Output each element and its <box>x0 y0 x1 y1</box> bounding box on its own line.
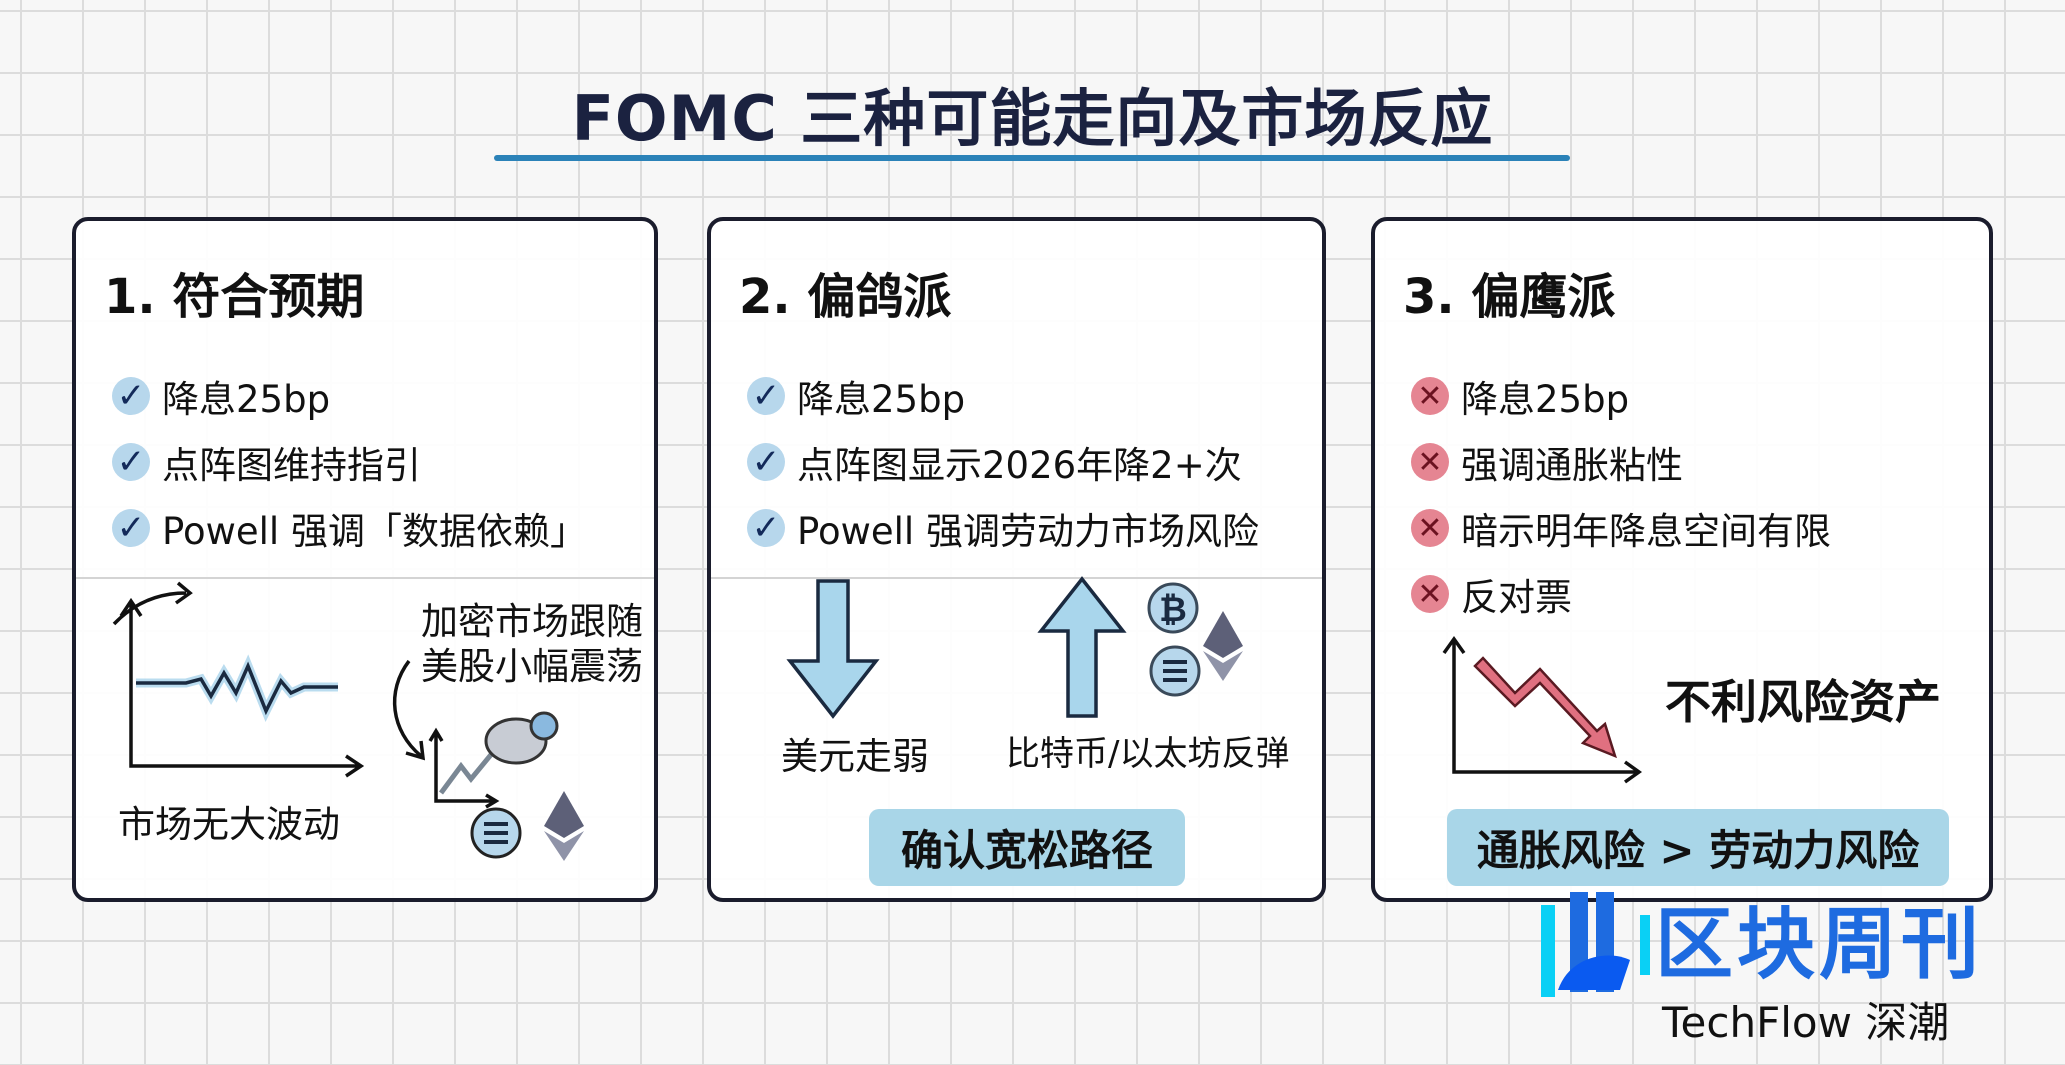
cross-icon: ✕ <box>1411 377 1449 415</box>
cross-icon: ✕ <box>1411 443 1449 481</box>
check-icon: ✓ <box>112 376 150 416</box>
arrow-up-icon <box>1037 576 1127 718</box>
note-line-1: 加密市场跟随 <box>421 600 643 643</box>
note-line-2: 美股小幅震荡 <box>421 645 643 688</box>
bitcoin-coin-icon: ₿ <box>1147 582 1199 634</box>
page-title: FOMC 三种可能走向及市场反应 <box>571 82 1494 155</box>
item-text: Powell 强调「数据依赖」 <box>162 510 587 553</box>
title-underline <box>494 155 1570 161</box>
check-icon: ✓ <box>112 442 150 482</box>
panel-heading: 3. 偏鹰派 <box>1403 269 1616 325</box>
list-item: ✓ 点阵图维持指引 <box>112 435 421 489</box>
item-text: 强调通胀粘性 <box>1461 444 1683 487</box>
risk-asset-text: 不利风险资产 <box>1665 675 1941 729</box>
svg-text:₿: ₿ <box>1159 590 1187 630</box>
dollar-weakens-caption: 美元走弱 <box>781 735 929 778</box>
panel-heading: 2. 偏鸽派 <box>739 269 952 325</box>
list-item: ✓ 降息25bp <box>112 369 330 423</box>
item-text: Powell 强调劳动力市场风险 <box>797 510 1259 553</box>
list-item: ✓ 降息25bp <box>747 369 965 423</box>
ethereum-icon <box>1203 611 1243 681</box>
conclusion-badge: 通胀风险 > 劳动力风险 <box>1447 809 1949 886</box>
ethereum-icon <box>544 791 584 861</box>
item-text: 降息25bp <box>797 378 966 421</box>
list-item: ✕ 降息25bp <box>1411 369 1629 423</box>
trend-down-arrow-icon <box>1473 656 1617 759</box>
trend-up-icon <box>438 749 496 795</box>
list-item: ✕ 强调通胀粘性 <box>1411 435 1683 489</box>
logo-cn-text: 区块周刊 <box>1655 900 1984 990</box>
solana-coin-icon <box>1149 645 1201 697</box>
panel-dovish: 2. 偏鸽派 ✓ 降息25bp ✓ 点阵图显示2026年降2+次 ✓ Powell 强… <box>707 217 1326 902</box>
item-text: 反对票 <box>1461 576 1572 619</box>
cross-icon: ✕ <box>1411 509 1449 547</box>
crypto-rebound-caption: 比特币/以太坊反弹 <box>1006 734 1290 774</box>
logo-en-text: TechFlow 深潮 <box>1662 998 1950 1047</box>
check-icon: ✓ <box>747 508 785 548</box>
solana-coin-icon <box>470 807 522 859</box>
list-item: ✓ Powell 强调「数据依赖」 <box>112 501 587 555</box>
chart-caption: 市场无大波动 <box>118 803 340 846</box>
item-text: 暗示明年降息空间有限 <box>1461 510 1831 553</box>
divider <box>76 577 654 579</box>
item-text: 降息25bp <box>1461 378 1630 421</box>
decline-chart-illustration <box>1442 635 1643 784</box>
panel-heading: 1. 符合预期 <box>104 269 365 325</box>
list-item: ✕ 反对票 <box>1411 567 1572 621</box>
conclusion-badge: 确认宽松路径 <box>869 809 1185 886</box>
list-item: ✕ 暗示明年降息空间有限 <box>1411 501 1831 555</box>
brain-gear-icon <box>484 711 559 765</box>
divider <box>711 577 1322 579</box>
check-icon: ✓ <box>747 376 785 416</box>
panel-hawkish: 3. 偏鹰派 ✕降息25bp ✕强调通胀粘性 ✕暗示明年降息空间有限 ✕反对票 … <box>1371 217 1993 902</box>
item-text: 点阵图显示2026年降2+次 <box>797 444 1242 487</box>
item-text: 点阵图维持指引 <box>162 444 421 487</box>
cross-icon: ✕ <box>1411 575 1449 613</box>
sideways-chart-illustration <box>112 581 584 861</box>
dovish-illustration: ₿ <box>786 576 1243 719</box>
check-icon: ✓ <box>747 442 785 482</box>
list-item: ✓ Powell 强调劳动力市场风险 <box>747 501 1259 555</box>
item-text: 降息25bp <box>162 378 331 421</box>
panel-as-expected: 1. 符合预期 ✓ 降息25bp ✓ 点阵图维持指引 ✓ Powell 强调「数据依赖… <box>72 217 658 902</box>
list-item: ✓ 点阵图显示2026年降2+次 <box>747 435 1242 489</box>
check-icon: ✓ <box>112 508 150 548</box>
arrow-down-icon <box>786 579 880 719</box>
